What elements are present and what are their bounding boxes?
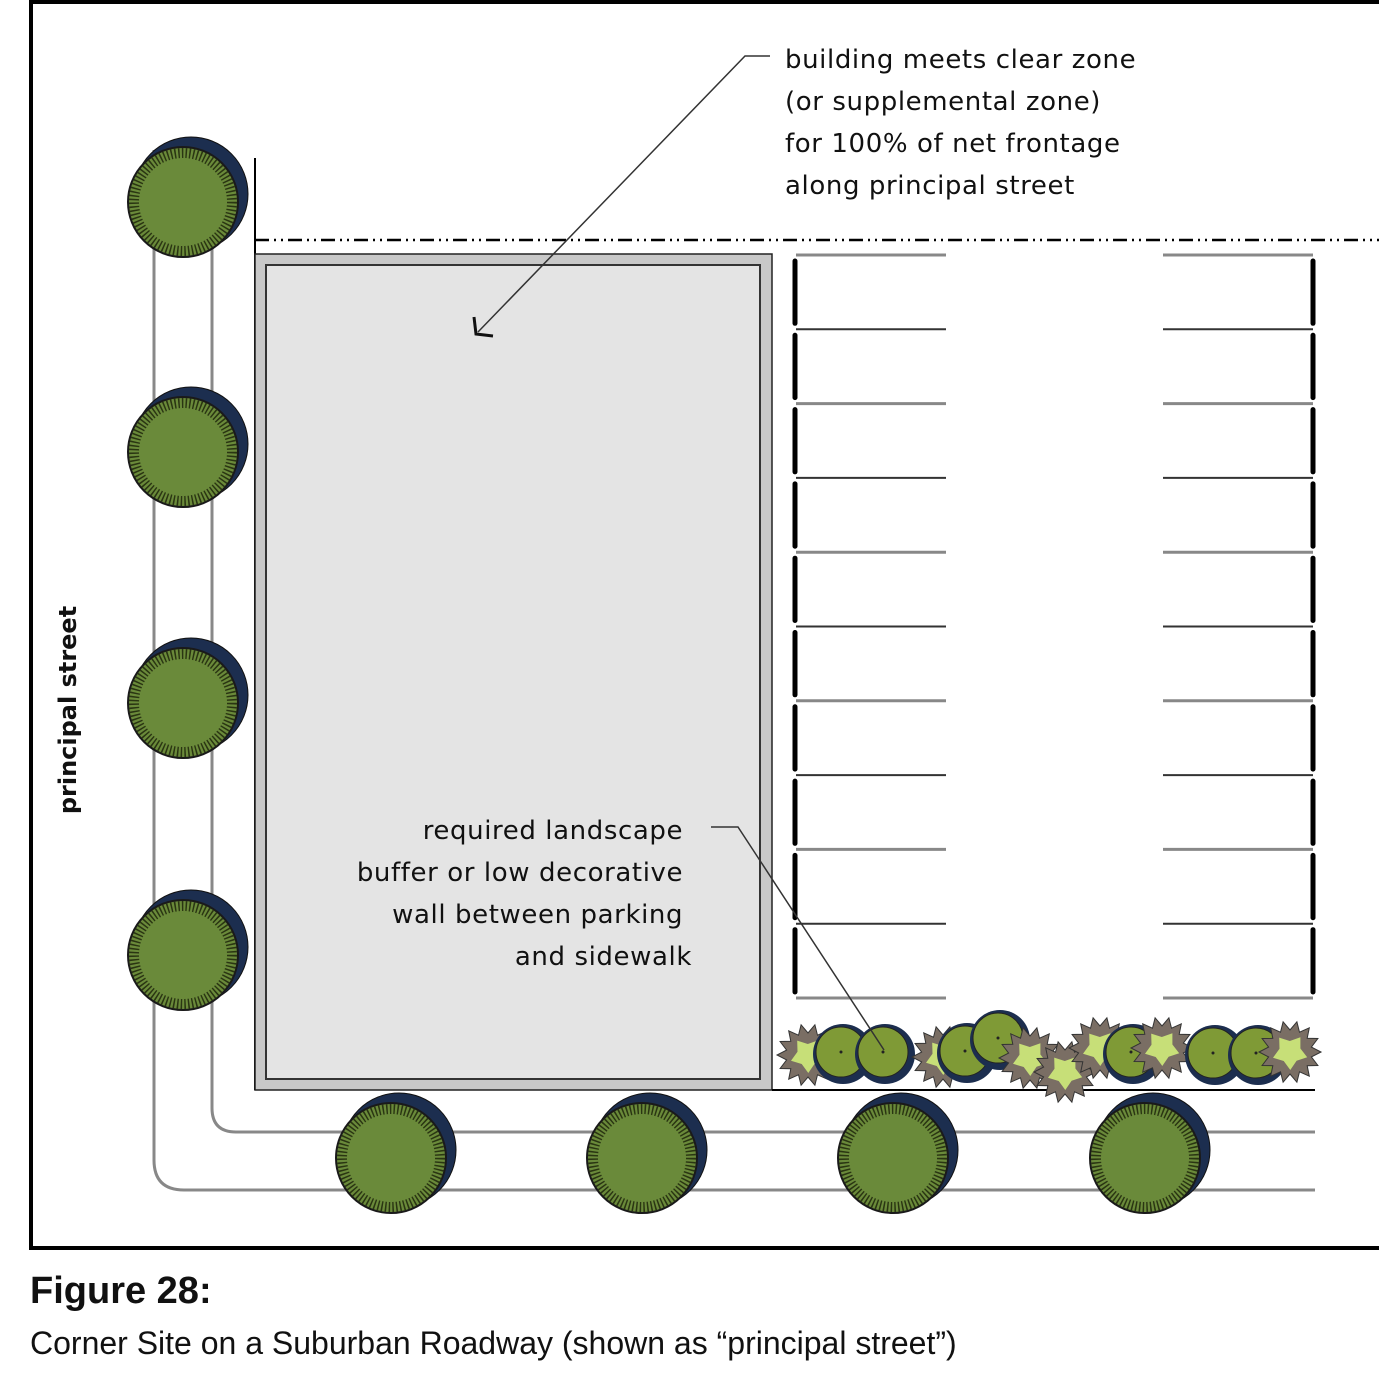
street-tree	[837, 1092, 959, 1214]
shrub	[855, 1024, 915, 1084]
street-tree	[127, 637, 249, 759]
figure-caption: Corner Site on a Suburban Roadway (shown…	[30, 1325, 957, 1361]
parking-lot	[792, 253, 1316, 1000]
landscape-buffer	[775, 1010, 1323, 1104]
callout-line: for 100% of net frontage	[785, 129, 1121, 159]
street-tree	[335, 1092, 457, 1214]
building	[265, 264, 761, 1080]
callout-line: buffer or low decorative	[357, 858, 683, 888]
landscape-callout: required landscape buffer or low decorat…	[357, 816, 692, 972]
callout-line: wall between parking	[392, 900, 683, 930]
shrub	[813, 1024, 873, 1084]
street-tree	[127, 136, 249, 258]
principal-street-label: principal street	[54, 606, 82, 814]
clear-zone-callout: building meets clear zone (or supplement…	[785, 45, 1145, 201]
street-tree	[127, 889, 249, 1011]
shrub	[1129, 1016, 1195, 1080]
shrub	[1185, 1025, 1245, 1085]
callout-line: and sidewalk	[515, 942, 692, 972]
figure-number: Figure 28:	[30, 1270, 212, 1312]
site-plan-diagram: building meets clear zone (or supplement…	[29, 0, 1379, 1250]
callout-line: building meets clear zone	[785, 45, 1136, 75]
arrowhead-clear-zone	[472, 316, 494, 338]
street-tree	[586, 1092, 708, 1214]
callout-line: required landscape	[423, 816, 683, 846]
leader-line-clear-zone	[477, 55, 770, 333]
street-trees	[127, 136, 1211, 1214]
sidewalk-outer-edge	[152, 150, 1315, 1192]
leader-line-landscape	[711, 826, 885, 1051]
shrub	[1257, 1020, 1323, 1084]
callout-line: along principal street	[785, 171, 1075, 201]
street-tree	[127, 386, 249, 508]
callout-line: (or supplemental zone)	[785, 87, 1101, 117]
street-tree	[1089, 1092, 1211, 1214]
sidewalk-inner-edge	[210, 150, 1315, 1134]
